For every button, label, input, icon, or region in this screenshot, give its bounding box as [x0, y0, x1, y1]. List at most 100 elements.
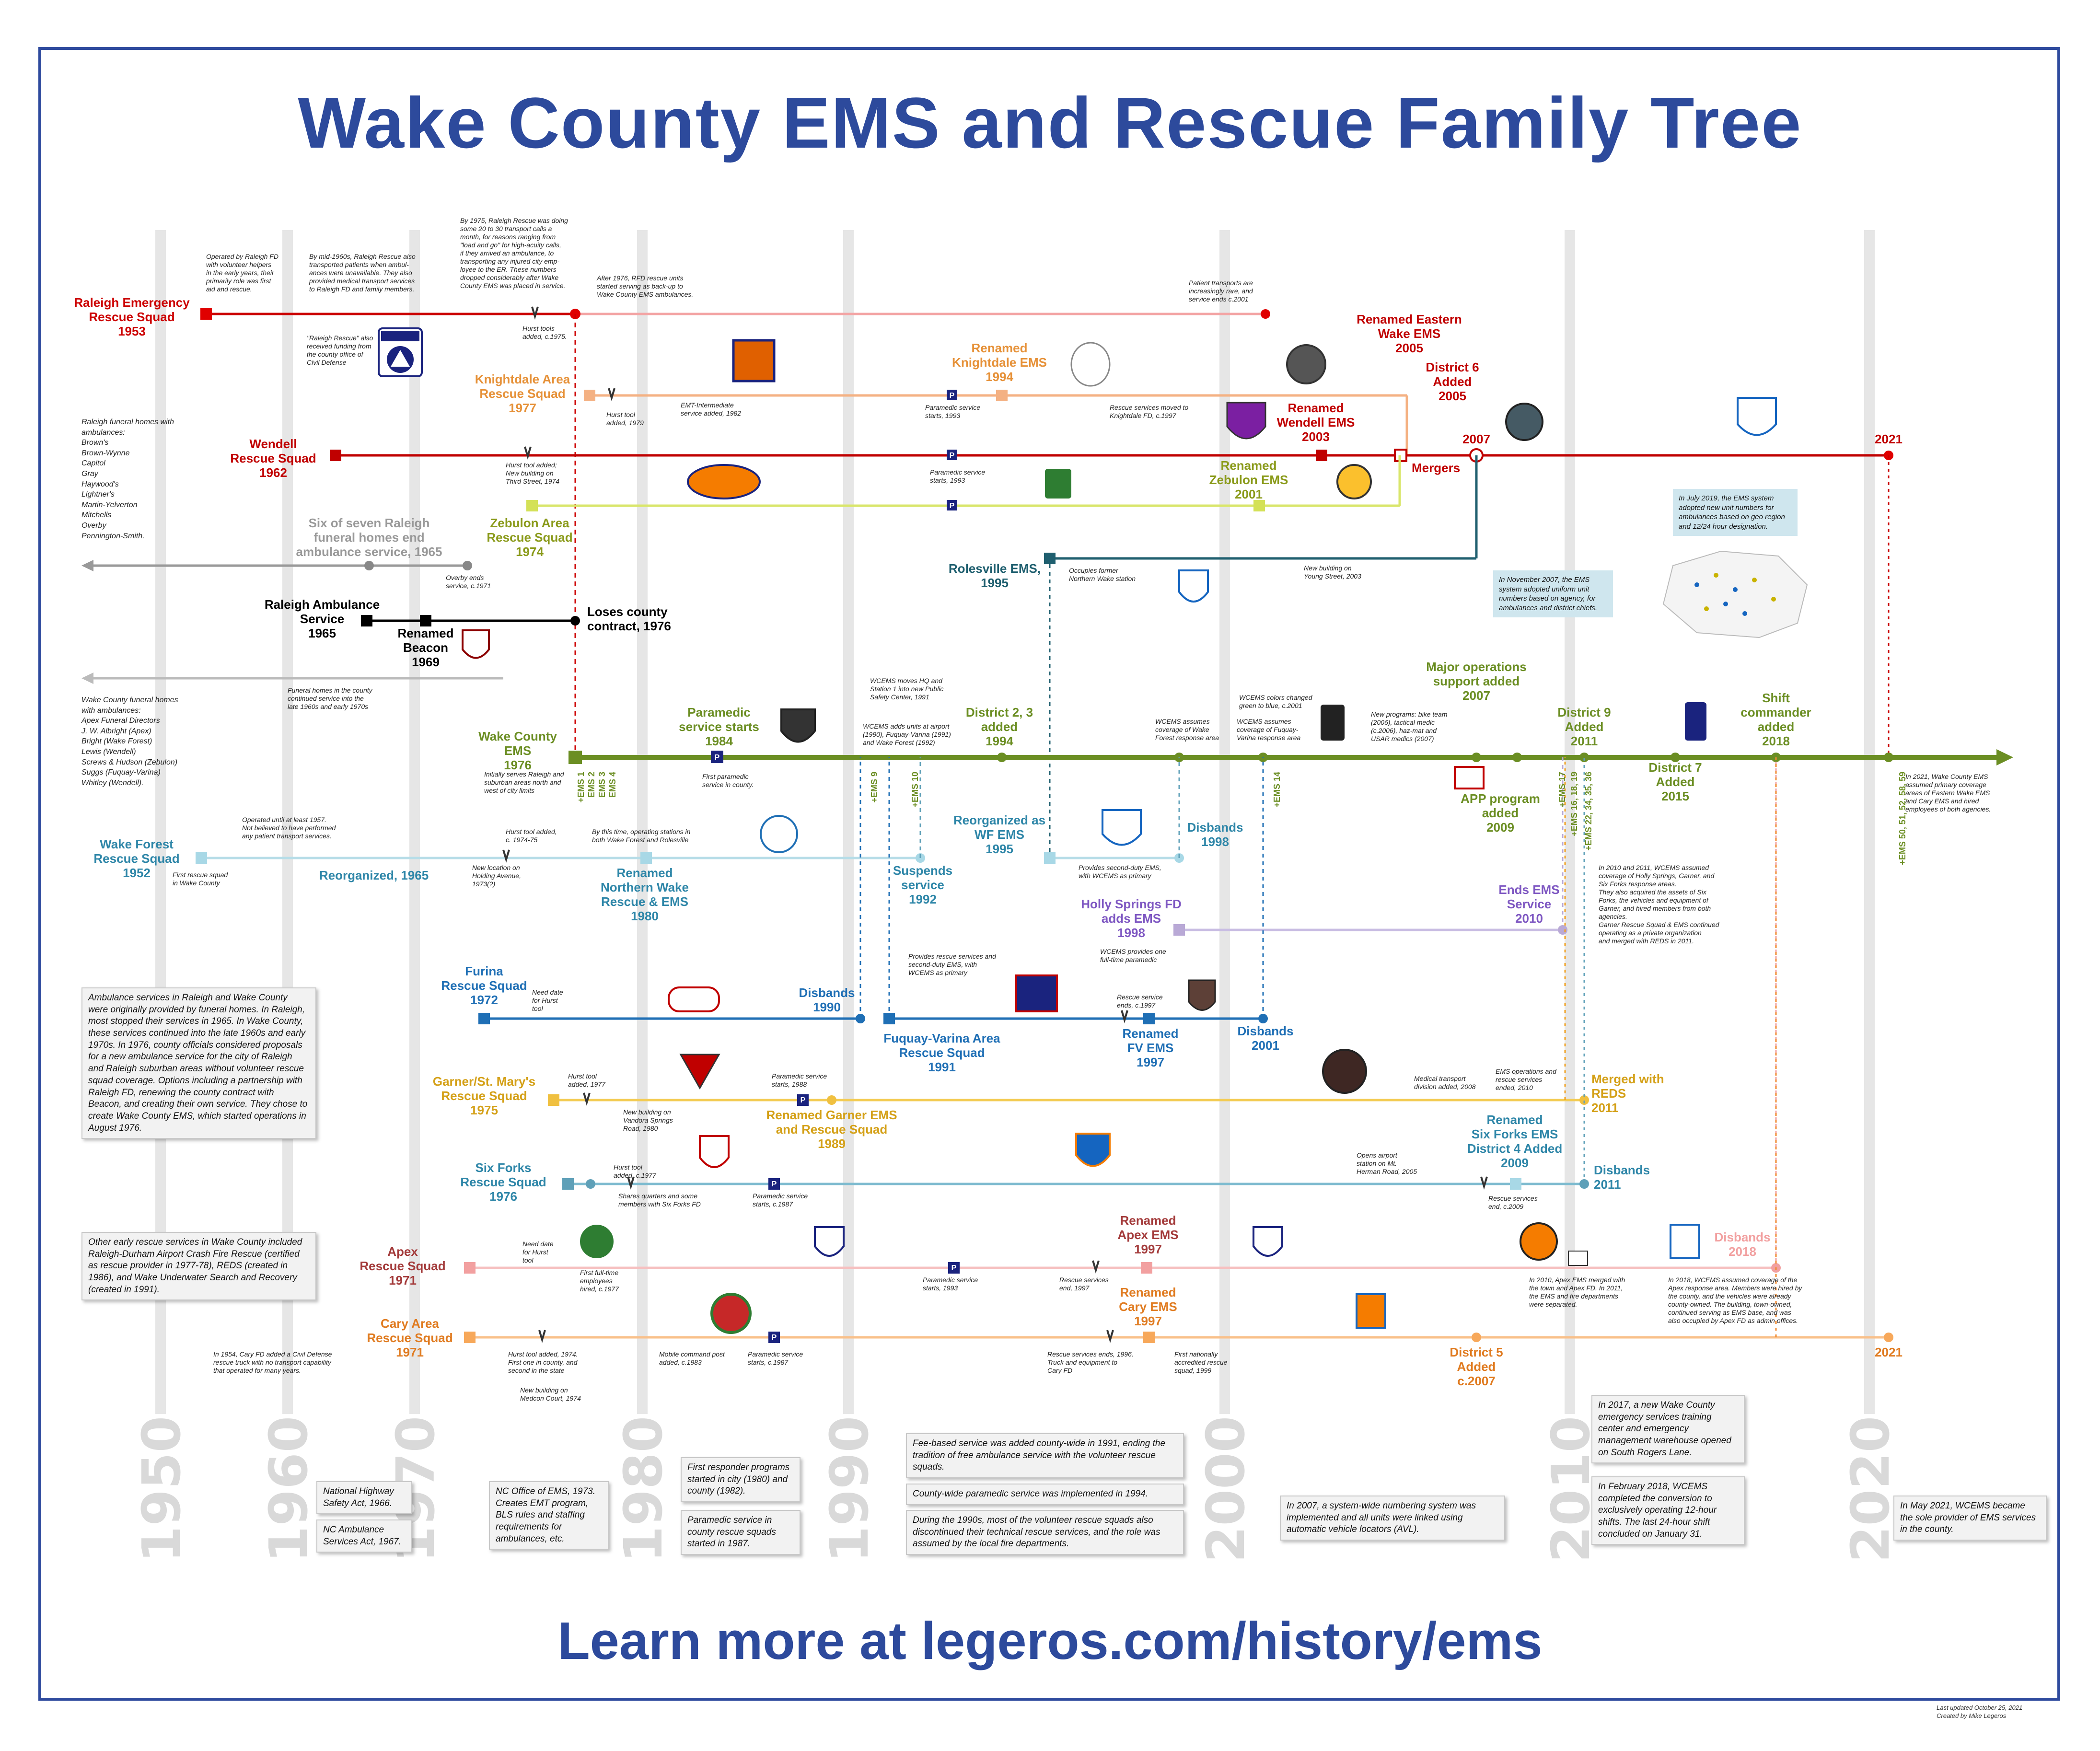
funeral-wake-line: [81, 673, 503, 684]
civil-defense-rescue-icon: [378, 327, 423, 377]
knightdale-ems-patch-icon: [1070, 342, 1111, 387]
fuquay-patch-icon: [1015, 974, 1058, 1012]
cary-line: [464, 757, 1893, 1343]
zebulon-ems-2001-patch-icon: [1336, 464, 1372, 499]
created-by: Created by Mike Legeros: [1937, 1712, 2007, 1719]
wcems-2011-patch-icon: [1685, 702, 1706, 741]
northern-wake-patch-icon: [760, 815, 798, 853]
hurst-tool-icon: [627, 1176, 635, 1190]
fv-ems-patch-icon: [1188, 979, 1216, 1011]
decade-labels: 1950 1960 1970 1980 1990 2000 2010 2020: [131, 1416, 1901, 1563]
rolesville-patch-icon: [1505, 403, 1543, 441]
wcems-2001-patch-icon: [1321, 705, 1345, 741]
history-box-1: Ambulance services in Raleigh and Wake C…: [81, 987, 316, 1139]
eastern-wake-patch-icon: [1286, 344, 1326, 384]
annotation-note: New programs: bike team(2006), tactical …: [1371, 710, 1448, 742]
furina-patch-icon: [668, 986, 720, 1012]
hurst-tool-icon: [1106, 1330, 1114, 1343]
last-updated: Last updated October 25, 2021: [1937, 1704, 2023, 1711]
annotation-note: Rescue services ends, 1996.Truck and equ…: [1047, 1350, 1134, 1374]
annotation-note: Operated until at least 1957.Not believe…: [242, 816, 336, 840]
wf-ems-patch-icon: [1102, 809, 1142, 846]
countywide-paramedic-box: County-wide paramedic service was implem…: [906, 1484, 1184, 1505]
six-forks-line: [562, 757, 1589, 1190]
ems-unit-label: EMS 2: [587, 772, 596, 798]
agency-label: 2021: [1875, 1345, 1903, 1359]
ems-unit-label: +EMS 50, 51, 52, 58, 59: [1898, 772, 1907, 865]
holly-springs-line: [1173, 757, 1567, 936]
agency-label: Rolesville EMS,1995: [949, 561, 1041, 590]
agency-patches: [378, 327, 1777, 1334]
node-square: [200, 308, 212, 320]
hurst-tool-icon: [1480, 1176, 1488, 1190]
learn-more-link[interactable]: Learn more at legeros.com/history/ems: [557, 1612, 1543, 1670]
ems-unit-label: +EMS 10: [910, 772, 920, 808]
ems-unit-label: +EMS 22, 34, 35, 36: [1584, 772, 1593, 851]
node-circle: [1261, 309, 1270, 319]
poster-frame: [38, 47, 2060, 1701]
fee-based-box: Fee-based service was added county-wide …: [906, 1433, 1184, 1479]
decade-label: 1980: [613, 1416, 674, 1563]
history-box-2: Other early rescue services in Wake Coun…: [81, 1232, 316, 1301]
paramedic-icon: P: [950, 392, 955, 400]
first-responder-box: First responder programs started in city…: [681, 1457, 801, 1503]
credit-text: Last updated October 25, 2021 Created by…: [1937, 1704, 2022, 1720]
hurst-tool-icon: [1092, 1260, 1100, 1274]
decade-label: 2020: [1840, 1416, 1901, 1563]
beacon-line: [361, 615, 580, 626]
ems-unit-label: EMS 4: [608, 772, 617, 798]
ems-office-box: NC Office of EMS, 1973. Creates EMT prog…: [489, 1481, 609, 1550]
wcems-patch-icon: [780, 708, 816, 743]
ems-unit-label: +EMS 14: [1272, 772, 1282, 808]
paramedic-icon: P: [772, 1180, 777, 1188]
decade-gridlines: [155, 230, 1875, 1414]
knightdale-patch-icon: [732, 339, 776, 383]
training-center-box: In 2017, a new Wake County emergency ser…: [1591, 1395, 1745, 1464]
ems-unit-label: +EMS 17: [1557, 772, 1567, 808]
wcems-2018-patch-icon: [1670, 1224, 1700, 1259]
ems-unit-label: +EMS 9: [870, 772, 879, 803]
wake-forest-line: [196, 757, 1184, 864]
agency-label: Mergers: [1412, 461, 1460, 475]
